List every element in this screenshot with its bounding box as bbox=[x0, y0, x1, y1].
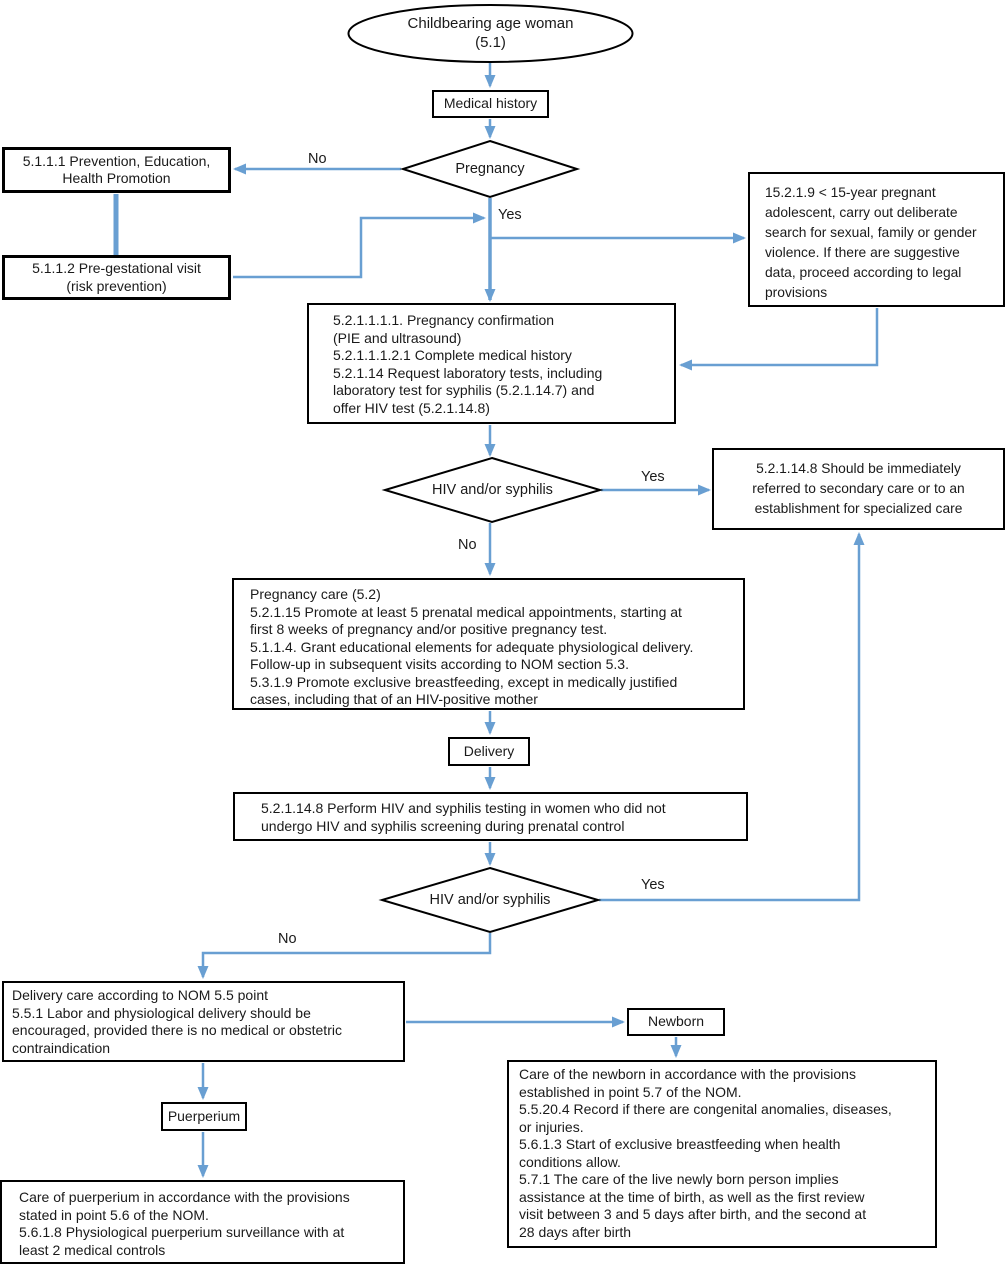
edge-label-pregnancy-yes: Yes bbox=[498, 207, 522, 223]
edge-label-hiv1-yes: Yes bbox=[641, 469, 665, 485]
hiv-decision-1-label: HIV and/or syphilis bbox=[432, 481, 553, 498]
hiv-decision-1-shape bbox=[381, 456, 604, 524]
hiv-decision-2-shape bbox=[378, 866, 602, 934]
edge-hiv2-no-to-delivery-care bbox=[197, 933, 492, 979]
node-newborn: Newborn bbox=[627, 1008, 725, 1036]
edge-label-pregnancy-no: No bbox=[308, 151, 327, 167]
pregnancy-decision-label: Pregnancy bbox=[455, 160, 525, 177]
node-puerperium: Puerperium bbox=[161, 1102, 247, 1131]
edge-pregestational-to-yes-line bbox=[233, 212, 486, 279]
edge-label-hiv2-yes: Yes bbox=[641, 877, 665, 893]
node-newborn-care: Care of the newborn in accordance with t… bbox=[507, 1060, 937, 1248]
edge-label-hiv2-no: No bbox=[278, 931, 297, 947]
pregnancy-decision-shape bbox=[399, 139, 581, 199]
node-perform-hiv-syphilis-test: 5.2.1.14.8 Perform HIV and syphilis test… bbox=[233, 792, 748, 841]
node-puerperium-care: Care of puerperium in accordance with th… bbox=[0, 1180, 405, 1264]
node-medical-history: Medical history bbox=[432, 90, 549, 118]
node-adolescent-violence-search: 15.2.1.9 < 15-year pregnant adolescent, … bbox=[748, 172, 1005, 307]
edge-adolescent-to-confirmation bbox=[679, 308, 879, 371]
start-terminator-shape bbox=[347, 4, 634, 63]
start-terminator-label: Childbearing age woman (5.1) bbox=[407, 15, 574, 51]
node-pregestational-visit: 5.1.1.2 Pre-gestational visit (risk prev… bbox=[2, 255, 231, 300]
node-delivery-care: Delivery care according to NOM 5.5 point… bbox=[2, 981, 405, 1062]
edge-hiv2-yes-to-referral bbox=[599, 532, 865, 902]
edge-label-hiv1-no: No bbox=[458, 537, 477, 553]
node-prevention-education: 5.1.1.1 Prevention, Education, Health Pr… bbox=[2, 147, 231, 193]
node-pregnancy-care: Pregnancy care (5.2) 5.2.1.15 Promote at… bbox=[232, 578, 745, 710]
hiv-decision-2-label: HIV and/or syphilis bbox=[429, 891, 551, 908]
node-pregnancy-confirmation: 5.2.1.1.1.1. Pregnancy confirmation (PIE… bbox=[307, 303, 676, 424]
node-delivery: Delivery bbox=[448, 737, 530, 766]
node-referral-specialized-care: 5.2.1.14.8 Should be immediately referre… bbox=[712, 448, 1005, 530]
